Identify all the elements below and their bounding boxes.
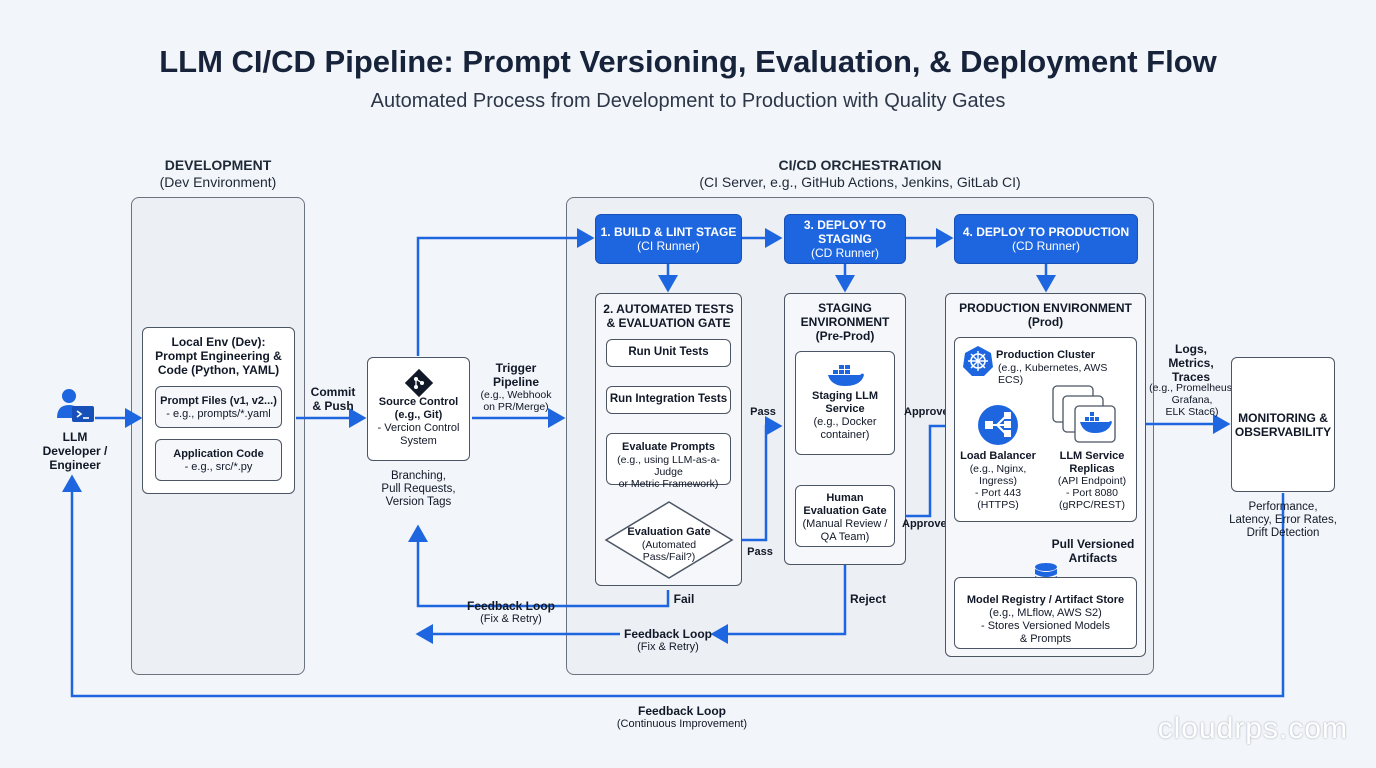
staging-service-sub: (e.g., Docker container): [813, 416, 877, 441]
trigger-title: Trigger Pipeline: [492, 361, 539, 389]
application-code-box[interactable]: Application Code - e.g., src/*.py: [155, 439, 282, 481]
load-balancer-sub: (e.g., Nginx, Ingress) - Port 443 (HTTPS…: [969, 463, 1027, 511]
staging-service-title: Staging LLM Service: [812, 390, 878, 415]
evaluate-prompts-box[interactable]: Evaluate Prompts (e.g., using LLM-as-a-J…: [606, 433, 731, 490]
feedback-loop-3-sub: (Continuous Improvement): [616, 718, 748, 730]
load-balancer-icon[interactable]: [977, 404, 1019, 446]
deploy-staging-stage[interactable]: 3. DEPLOY TO STAGING (CD Runner): [784, 214, 906, 264]
evaluation-gate-sub: (Automated Pass/Fail?): [641, 539, 697, 563]
fail-label: Fail: [673, 592, 695, 606]
feedback-loop-1-sub: (Fix & Retry): [480, 613, 542, 625]
application-code-title: Application Code: [173, 448, 264, 460]
staging-service-box[interactable]: Staging LLM Service (e.g., Docker contai…: [795, 351, 895, 455]
feedback-loop-1-title: Feedback Loop: [466, 599, 555, 613]
developer-label: LLM Developer / Engineer: [42, 430, 108, 472]
model-registry-title: Model Registry / Artifact Store: [966, 594, 1125, 606]
developer-icon: [56, 388, 96, 428]
human-evaluation-gate[interactable]: Human Evaluation Gate (Manual Review / Q…: [795, 485, 895, 547]
evaluation-gate-title: Evaluation Gate: [627, 526, 711, 538]
monitoring-notes: Performance, Latency, Error Rates, Drift…: [1229, 501, 1337, 539]
run-integration-tests[interactable]: Run Integration Tests: [606, 386, 731, 414]
prompt-files-title: Prompt Files (v1, v2...): [160, 395, 277, 407]
build-lint-sub: (CI Runner): [637, 239, 700, 253]
pass-label-bottom: Pass: [747, 546, 773, 558]
run-unit-tests[interactable]: Run Unit Tests: [606, 339, 731, 367]
git-icon: [368, 368, 469, 398]
replicas-title: LLM Service Replicas: [1059, 450, 1125, 475]
docker-icon: [796, 362, 894, 390]
reject-label: Reject: [849, 592, 887, 606]
logs-tools: (e.g., Promelheus, Grafana, ELK Stac6): [1149, 382, 1235, 418]
approve-label-top: Approve: [904, 406, 949, 418]
replicas-docker-icon[interactable]: [1052, 385, 1118, 445]
evaluate-prompts-title: Evaluate Prompts: [622, 441, 715, 453]
evaluation-gate-diamond[interactable]: [604, 500, 734, 580]
deploy-staging-sub: (CD Runner): [810, 246, 879, 260]
monitoring-title: MONITORING & OBSERVABILITY: [1234, 411, 1332, 439]
model-registry-sub: (e.g., MLflow, AWS S2) - Stores Versione…: [980, 607, 1110, 645]
production-title: PRODUCTION ENVIRONMENT (Prod): [959, 301, 1132, 329]
development-title: DEVELOPMENT: [164, 157, 272, 173]
production-cluster-sub: (e.g., Kubernetes, AWS ECS): [998, 362, 1108, 386]
kubernetes-icon: [962, 345, 994, 377]
staging-title: STAGING ENVIRONMENT (Pre-Prod): [800, 301, 890, 343]
build-lint-title: 1. BUILD & LINT STAGE: [600, 225, 737, 239]
prompt-files-box[interactable]: Prompt Files (v1, v2...) - e.g., prompts…: [155, 386, 282, 428]
deploy-production-stage[interactable]: 4. DEPLOY TO PRODUCTION (CD Runner): [954, 214, 1138, 264]
feedback-loop-3-title: Feedback Loop: [637, 704, 726, 718]
human-evaluation-sub: (Manual Review / QA Team): [802, 518, 888, 543]
trigger-sub: (e.g., Webhook on PR/Merge): [480, 389, 552, 413]
load-balancer-title: Load Balancer: [960, 450, 1036, 462]
evaluate-prompts-sub: (e.g., using LLM-as-a-Judge or Metric Fr…: [617, 454, 720, 490]
page-subtitle: Automated Process from Development to Pr…: [370, 90, 1006, 112]
pull-artifacts-label: Pull Versioned Artifacts: [1051, 537, 1135, 565]
prompt-files-path: - e.g., prompts/*.yaml: [166, 408, 271, 420]
logs-metrics-traces: Logs, Metrics, Traces: [1168, 342, 1214, 384]
development-subtitle: (Dev Environment): [159, 174, 277, 190]
human-evaluation-title: Human Evaluation Gate: [803, 492, 887, 517]
cicd-subtitle: (CI Server, e.g., GitHub Actions, Jenkin…: [699, 174, 1021, 190]
deploy-production-sub: (CD Runner): [1011, 239, 1080, 253]
local-env-title: Local Env (Dev): Prompt Engineering & Co…: [155, 335, 282, 377]
application-code-path: - e.g., src/*.py: [184, 461, 253, 473]
replicas-sub: (API Endpoint) - Port 8080 (gRPC/REST): [1057, 475, 1127, 511]
watermark: cloudrps.com: [1157, 712, 1348, 745]
commit-push-label: Commit & Push: [310, 385, 356, 413]
automated-tests-title: 2. AUTOMATED TESTS & EVALUATION GATE: [603, 302, 734, 330]
deploy-staging-title: 3. DEPLOY TO STAGING: [803, 218, 887, 246]
cicd-title: CI/CD ORCHESTRATION: [778, 157, 942, 173]
source-control-sub: - Vercion Control System: [377, 422, 460, 447]
model-registry-box[interactable]: Model Registry / Artifact Store (e.g., M…: [954, 577, 1137, 649]
approve-label-bottom: Approve: [902, 518, 947, 530]
feedback-loop-2-sub: (Fix & Retry): [637, 641, 699, 653]
page-title: LLM CI/CD Pipeline: Prompt Versioning, E…: [159, 44, 1217, 79]
build-lint-stage[interactable]: 1. BUILD & LINT STAGE (CI Runner): [595, 214, 742, 264]
feedback-loop-2-title: Feedback Loop: [623, 627, 712, 641]
source-control-box[interactable]: Source Control (e.g., Git) - Vercion Con…: [367, 357, 470, 461]
deploy-production-title: 4. DEPLOY TO PRODUCTION: [962, 225, 1130, 239]
monitoring-box[interactable]: MONITORING & OBSERVABILITY: [1231, 357, 1335, 492]
pass-label-top: Pass: [750, 406, 776, 418]
source-control-notes: Branching, Pull Requests, Version Tags: [381, 470, 456, 508]
production-cluster-title: Production Cluster: [996, 349, 1096, 361]
source-control-title: Source Control (e.g., Git): [378, 396, 459, 421]
